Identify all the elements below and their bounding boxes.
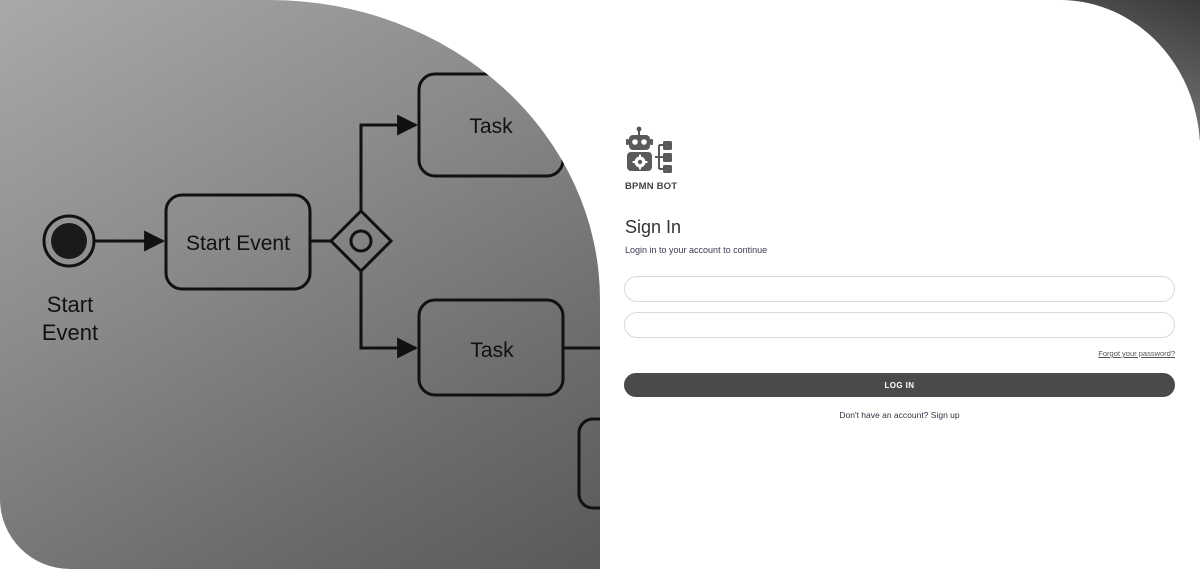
start-event-task-label: Start Event	[186, 232, 290, 255]
flowchart-icon	[655, 141, 672, 173]
flow-arrow-up	[359, 114, 419, 211]
login-panel: BPMN BOT Sign In Login in to your accoun…	[624, 0, 1176, 569]
page-title: Sign In	[625, 217, 682, 237]
logo	[624, 126, 684, 179]
signup-link[interactable]: Sign up	[930, 410, 960, 420]
login-button[interactable]: LOG IN	[624, 373, 1175, 397]
no-account-text: Don't have an account?	[839, 410, 929, 420]
robot-icon	[626, 126, 672, 173]
page-subtitle: Login in to your account to continue	[625, 245, 768, 255]
gateway-node	[328, 208, 394, 274]
brand-name: BPMN BOT	[625, 181, 678, 192]
password-input[interactable]	[624, 312, 1175, 338]
bpmn-diagram: Start Event Start Event Task Tas	[42, 72, 600, 510]
bpmn-illustration: Start Event Start Event Task Tas	[0, 0, 600, 569]
username-input[interactable]	[624, 276, 1175, 302]
start-event-label-line1: Start	[47, 292, 93, 317]
task-top	[417, 72, 565, 178]
flow-arrow-down	[359, 271, 419, 359]
forgot-password-link[interactable]: Forgot your password?	[1098, 349, 1175, 358]
start-event-label-line2: Event	[42, 320, 98, 345]
signup-prompt: Don't have an account? Sign up	[624, 410, 1175, 420]
task-top-label: Task	[469, 115, 513, 138]
gear-icon	[632, 154, 648, 170]
start-event-node	[42, 214, 96, 268]
task-bottom-label: Task	[470, 339, 514, 362]
task-partial	[577, 417, 600, 510]
